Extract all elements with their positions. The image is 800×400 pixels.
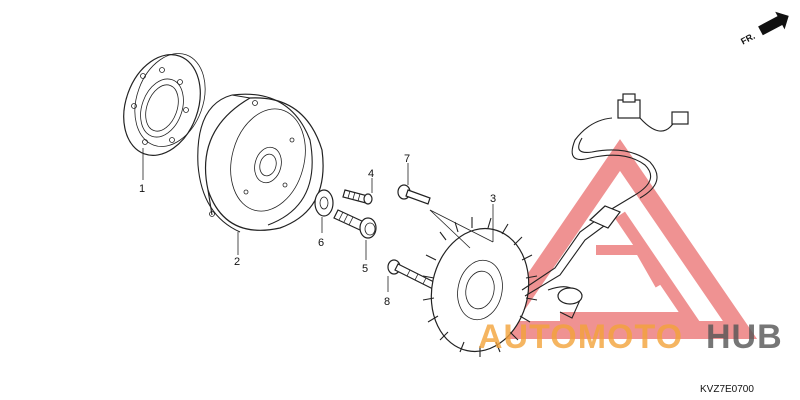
- callout-3: 3: [490, 193, 496, 205]
- diagram-code: KVZ7E0700: [700, 384, 754, 395]
- watermark-part-b: HUB: [706, 318, 783, 356]
- part-3-stator: [422, 93, 689, 357]
- watermark-logo: [482, 139, 758, 339]
- watermark-part-a: AUTOMOTO: [478, 318, 683, 356]
- front-direction-label: FR.: [739, 31, 756, 47]
- leader-lines: [142, 148, 494, 292]
- callout-4: 4: [368, 168, 374, 180]
- watermark-text: AUTOMOTO HUB: [478, 318, 783, 356]
- callout-1: 1: [139, 183, 145, 195]
- front-direction-indicator: FR.: [739, 11, 789, 47]
- part-4-bolt: [342, 189, 373, 205]
- callout-6: 6: [318, 237, 324, 249]
- callout-5: 5: [362, 263, 368, 275]
- part-7-bolt: [397, 184, 431, 205]
- callout-8: 8: [384, 296, 390, 308]
- part-1-starter-clutch: [123, 53, 206, 156]
- callout-7: 7: [404, 153, 410, 165]
- callout-2: 2: [234, 256, 240, 268]
- part-2-flywheel: [197, 93, 324, 233]
- part-6-washer: [314, 189, 334, 217]
- part-5-flange-bolt: [333, 209, 377, 239]
